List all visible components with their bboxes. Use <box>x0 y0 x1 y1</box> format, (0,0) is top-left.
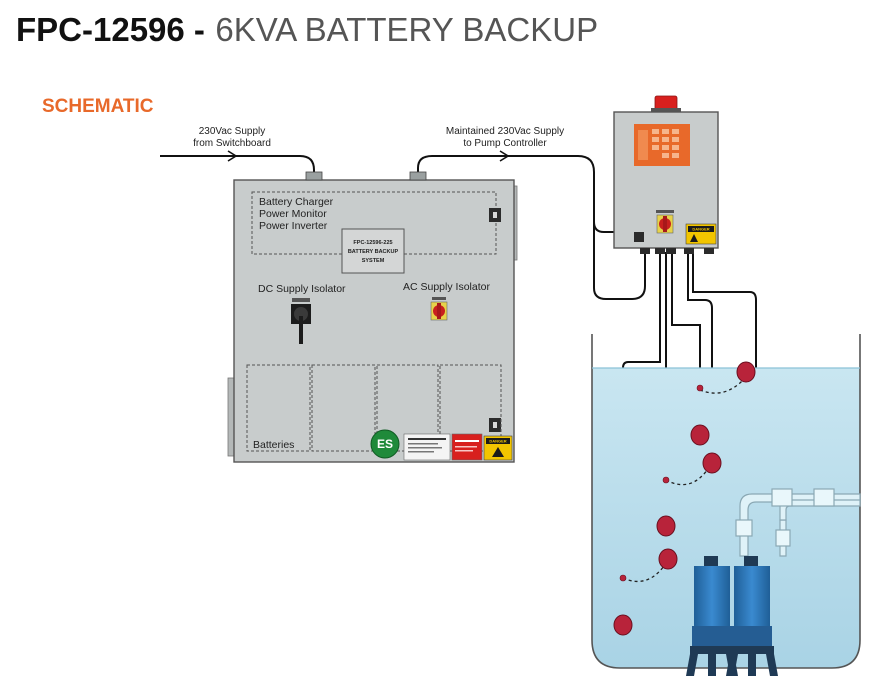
controller-isolator[interactable] <box>656 210 674 234</box>
pipe-coupling-1 <box>771 488 793 507</box>
pipe-coupling-3 <box>735 519 753 537</box>
dc-isolator-label: DC Supply Isolator <box>258 283 346 295</box>
controller-panel-stripe <box>638 130 648 160</box>
float-switch-high-alarm <box>736 361 756 383</box>
supply-out-caption-1: Maintained 230Vac Supply <box>446 126 564 137</box>
beacon-base <box>651 108 681 112</box>
door-latch-top-key <box>493 212 497 218</box>
nameplate-line-1: FPC-12596-225 <box>353 240 392 246</box>
pump-controller: DANGER <box>613 95 719 254</box>
cabinet-side-rail <box>227 377 235 457</box>
warning-labels: DANGER <box>403 433 513 461</box>
supply-in-caption-1: 230Vac Supply <box>199 126 266 137</box>
controller-loop-cable <box>593 222 646 300</box>
function-label-monitor: Power Monitor <box>259 208 327 220</box>
controller-danger-label: DANGER <box>685 223 717 245</box>
submersible-pump-1 <box>686 556 738 676</box>
maintained-supply-cable <box>417 155 614 233</box>
cable-gland-in <box>305 171 323 181</box>
controller-latch <box>634 232 644 242</box>
float-switch-stop <box>656 515 676 537</box>
battery-backup-cabinet: Battery Charger Power Monitor Power Inve… <box>227 171 518 463</box>
wet-well <box>591 334 861 669</box>
controller-beacon <box>654 95 678 111</box>
function-label-charger: Battery Charger <box>259 196 334 208</box>
function-label-inverter: Power Inverter <box>259 220 328 232</box>
float-switch-low-level <box>658 548 678 570</box>
float-clamps <box>619 384 704 582</box>
float-switches <box>613 361 756 636</box>
page-title: FPC-12596 - 6KVA BATTERY BACKUP <box>16 11 598 48</box>
ac-isolator-label: AC Supply Isolator <box>403 281 490 293</box>
door-latch-bottom-key <box>493 422 497 428</box>
pipe-coupling-4 <box>775 529 791 547</box>
supply-in-caption-2: from Switchboard <box>193 138 271 149</box>
cable-gland-out <box>409 171 427 181</box>
product-code: FPC-12596 - <box>16 11 205 48</box>
controller-glands <box>640 248 714 254</box>
nameplate-line-3: SYSTEM <box>362 258 385 264</box>
mains-arrow <box>227 150 238 162</box>
supply-out-caption-2: to Pump Controller <box>463 138 547 149</box>
product-name: 6KVA BATTERY BACKUP <box>215 11 598 48</box>
discharge-pipework <box>735 488 861 557</box>
mains-supply-cable <box>160 155 315 176</box>
pipe-coupling-2 <box>813 488 835 507</box>
cabinet-body <box>233 179 515 463</box>
well-water <box>592 368 860 668</box>
well-wall <box>591 334 861 669</box>
batteries-label: Batteries <box>253 439 294 451</box>
float-cable-5 <box>692 252 757 368</box>
float-cable-4 <box>687 252 713 555</box>
controller-danger-text: DANGER <box>692 227 709 232</box>
controller-indicators <box>652 129 679 158</box>
es-logo <box>370 429 400 459</box>
dc-supply-isolator[interactable] <box>291 298 311 344</box>
submersible-pump-2 <box>726 556 778 676</box>
float-switch-low-cutout <box>613 614 633 636</box>
cabinet-danger-text: DANGER <box>489 439 506 444</box>
float-switch-duty-start <box>690 424 710 446</box>
section-heading: SCHEMATIC <box>42 96 154 117</box>
es-logo-text: ES <box>377 437 393 451</box>
maintained-arrow <box>499 150 510 162</box>
nameplate <box>341 228 405 274</box>
ac-supply-isolator[interactable] <box>430 297 448 321</box>
nameplate-line-2: BATTERY BACKUP <box>348 249 399 255</box>
float-switch-standby-start <box>702 452 722 474</box>
